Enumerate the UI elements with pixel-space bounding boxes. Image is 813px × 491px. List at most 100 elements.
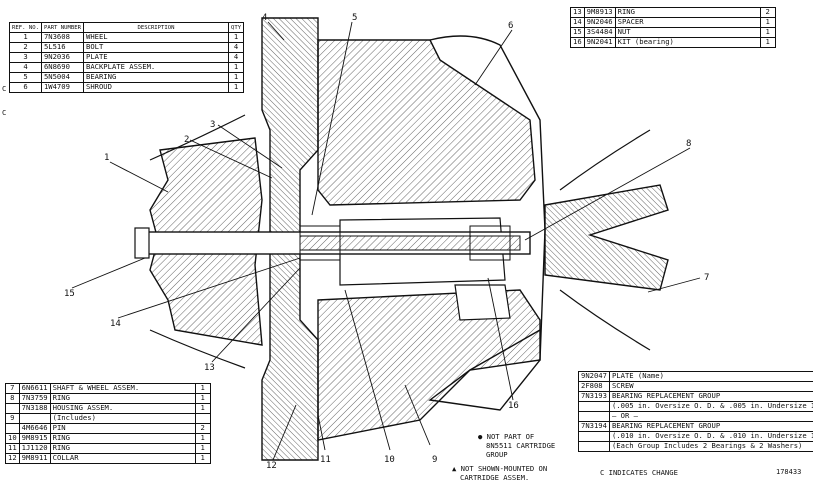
- cell-desc: BEARING: [84, 73, 229, 83]
- turbine-blade-lower: [560, 290, 650, 350]
- cell-desc: WHEEL: [84, 33, 229, 43]
- cell-qty: 1: [195, 444, 210, 454]
- table-row: — OR —: [579, 412, 813, 422]
- cell-part: [579, 412, 610, 422]
- cell-ref: 11: [6, 444, 20, 454]
- cell-part: 3S4484: [584, 28, 615, 38]
- cell-ref: 2: [10, 43, 42, 53]
- cell-qty: 1: [195, 454, 210, 464]
- cell-part: 9N2046: [584, 18, 615, 28]
- cell-part: 1J1120: [19, 444, 50, 454]
- cell-part: 9M8911: [19, 454, 50, 464]
- cell-desc: RING: [50, 444, 195, 454]
- cell-desc: SCREW: [609, 382, 813, 392]
- turbine-blade-upper: [560, 130, 650, 190]
- cell-ref: 12: [6, 454, 20, 464]
- cell-qty: [195, 414, 210, 424]
- cell-ref: 9: [6, 414, 20, 424]
- cell-part: 7N3193: [579, 392, 610, 402]
- cell-part: [579, 402, 610, 412]
- cell-part: 1W4709: [41, 83, 83, 93]
- cell-desc: (Includes): [50, 414, 195, 424]
- cell-ref: 15: [571, 28, 585, 38]
- callout-7: 7: [704, 273, 709, 283]
- callout-14: 14: [110, 319, 121, 329]
- note-change: C INDICATES CHANGE: [600, 468, 678, 477]
- cell-qty: 1: [229, 63, 244, 73]
- cell-ref: 5: [10, 73, 42, 83]
- cell-desc: PLATE: [84, 53, 229, 63]
- cell-qty: 1: [760, 38, 775, 48]
- cell-qty: 1: [229, 83, 244, 93]
- change-mark-4: C: [2, 84, 6, 93]
- callout-2: 2: [184, 135, 189, 145]
- cell-desc: BEARING REPLACEMENT GROUP: [609, 422, 813, 432]
- callout-1: 1: [104, 153, 109, 163]
- cell-desc: RING: [615, 8, 760, 18]
- note-not-part: ● NOT PART OF 8N5511 CARTRIDGE GROUP: [478, 432, 555, 459]
- cell-part: 9N2047: [579, 372, 610, 382]
- cell-part: 9M8913: [584, 8, 615, 18]
- cell-qty: 1: [195, 384, 210, 394]
- cell-qty: 1: [195, 434, 210, 444]
- callout-11: 11: [320, 455, 331, 465]
- cell-desc: BACKPLATE ASSEM.: [84, 63, 229, 73]
- cell-part: 5L516: [41, 43, 83, 53]
- cell-qty: 2: [195, 424, 210, 434]
- cell-desc: (.010 in. Oversize O. D. & .010 in. Unde…: [609, 432, 813, 442]
- cell-part: 6N6611: [19, 384, 50, 394]
- cell-ref: 3: [10, 53, 42, 63]
- callout-3: 3: [210, 120, 215, 130]
- table-row: (.005 in. Oversize O. D. & .005 in. Unde…: [579, 402, 813, 412]
- cell-desc: COLLAR: [50, 454, 195, 464]
- callout-6: 6: [508, 21, 513, 31]
- cell-desc: BOLT: [84, 43, 229, 53]
- cell-part: 4M6646: [19, 424, 50, 434]
- cell-desc: RING: [50, 394, 195, 404]
- cell-desc: (.005 in. Oversize O. D. & .005 in. Unde…: [609, 402, 813, 412]
- cell-part: 2F808: [579, 382, 610, 392]
- cell-desc: SHROUD: [84, 83, 229, 93]
- change-mark-6: C: [2, 108, 6, 117]
- cell-part: [19, 414, 50, 424]
- cell-qty: 2: [760, 8, 775, 18]
- cell-ref: 8: [6, 394, 20, 404]
- cell-part: 6N8690: [41, 63, 83, 73]
- cell-part: 7N3608: [41, 33, 83, 43]
- cell-desc: BEARING REPLACEMENT GROUP: [609, 392, 813, 402]
- cell-part: 9N2041: [584, 38, 615, 48]
- figure-number: 178433: [776, 468, 801, 476]
- cell-desc: SHAFT & WHEEL ASSEM.: [50, 384, 195, 394]
- cell-ref: [6, 404, 20, 414]
- cell-ref: 1: [10, 33, 42, 43]
- header-desc: DESCRIPTION: [84, 23, 229, 33]
- note-not-part-line1: ● NOT PART OF: [478, 432, 555, 441]
- cell-qty: 4: [229, 43, 244, 53]
- callout-4: 4: [262, 13, 267, 23]
- cell-ref: 6: [10, 83, 42, 93]
- shaft-core: [300, 236, 520, 250]
- cell-desc: — OR —: [609, 412, 813, 422]
- cell-ref: 13: [571, 8, 585, 18]
- cell-part: [579, 442, 610, 452]
- cell-qty: 1: [229, 73, 244, 83]
- cell-ref: 16: [571, 38, 585, 48]
- cell-ref: 7: [6, 384, 20, 394]
- callout-9: 9: [432, 455, 437, 465]
